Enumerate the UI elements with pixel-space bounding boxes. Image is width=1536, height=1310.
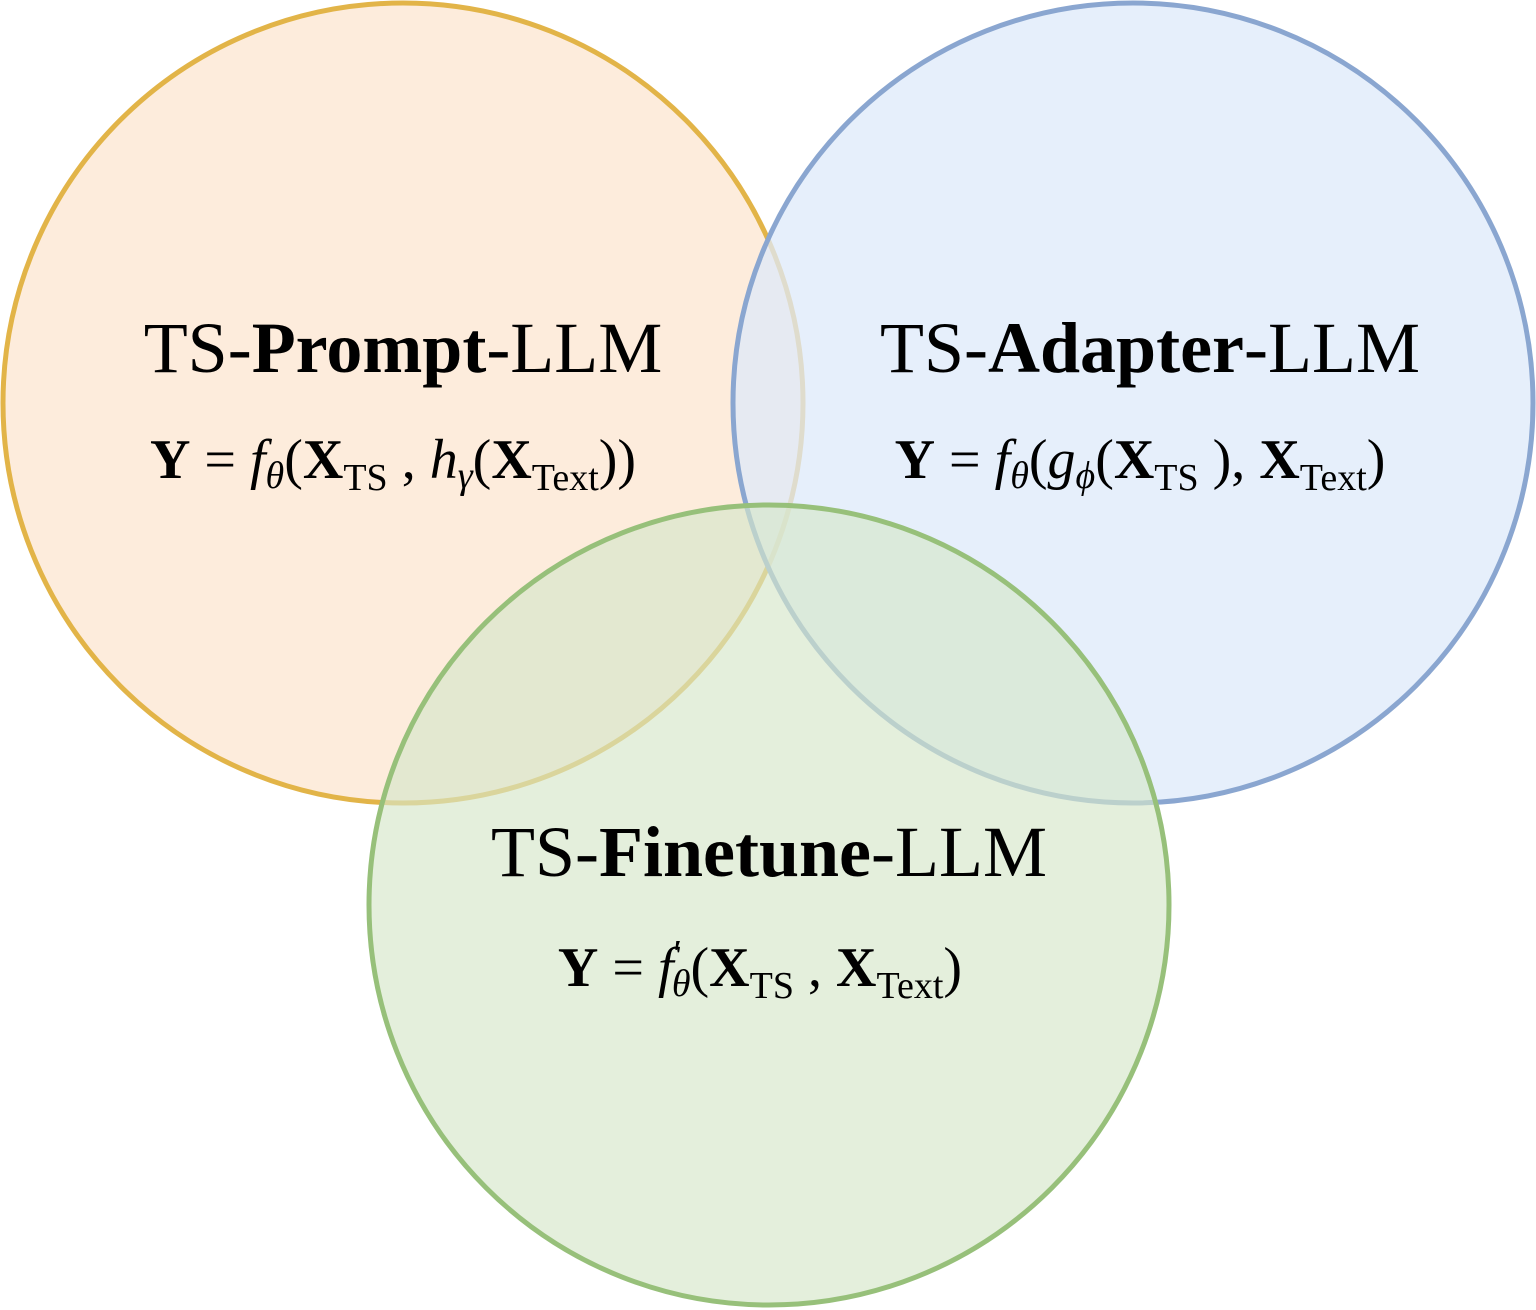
formula-y: Y (558, 937, 598, 999)
formula-theta: θ (1010, 455, 1029, 497)
formula-x-text: X (836, 937, 876, 999)
formula-gamma: γ (458, 455, 474, 497)
prompt-title-prefix: TS- (144, 308, 252, 388)
formula-paren: ( (473, 429, 492, 491)
finetune-circle (366, 502, 1172, 1308)
formula-prime: ′ (674, 933, 682, 975)
prompt-formula: Y = fθ(XTS , hγ(XText)) (150, 429, 636, 499)
formula-x-ts: X (709, 937, 749, 999)
formula-g: g (1048, 429, 1076, 491)
prompt-title-bold: Prompt (252, 308, 487, 388)
formula-comma: , (794, 937, 836, 999)
formula-comma: , (388, 429, 430, 491)
adapter-title-prefix: TS- (880, 308, 988, 388)
finetune-title: TS-Finetune-LLM (491, 812, 1047, 892)
formula-paren: ) (943, 937, 962, 999)
formula-paren: ( (1095, 429, 1114, 491)
formula-sub-ts: TS (343, 457, 387, 499)
finetune-title-bold: Finetune (599, 812, 871, 892)
formula-phi: ϕ (1076, 455, 1096, 497)
prompt-title-suffix: -LLM (486, 308, 662, 388)
formula-x-text: X (491, 429, 531, 491)
finetune-title-suffix: -LLM (871, 812, 1047, 892)
formula-paren: ( (1029, 429, 1048, 491)
formula-paren: ), (1199, 429, 1260, 491)
formula-sub-text: Text (532, 457, 599, 499)
formula-sub-ts: TS (750, 965, 794, 1007)
formula-paren: )) (599, 429, 636, 491)
finetune-title-prefix: TS- (491, 812, 599, 892)
formula-x-ts: X (303, 429, 343, 491)
formula-theta: θ (266, 455, 285, 497)
prompt-title: TS-Prompt-LLM (144, 308, 663, 388)
formula-x-ts: X (1114, 429, 1154, 491)
adapter-title-bold: Adapter (988, 308, 1244, 388)
formula-h: h (430, 429, 458, 491)
formula-y: Y (150, 429, 190, 491)
formula-eq: = (935, 429, 995, 491)
formula-sub-text: Text (876, 965, 943, 1007)
formula-paren: ) (1367, 429, 1386, 491)
formula-paren: ( (284, 429, 303, 491)
finetune-formula: Y = f′θ(XTS , XText) (558, 933, 962, 1007)
formula-x-text: X (1259, 429, 1299, 491)
formula-paren: ( (691, 937, 710, 999)
formula-theta: θ (672, 963, 691, 1005)
adapter-title: TS-Adapter-LLM (880, 308, 1420, 388)
formula-y: Y (895, 429, 935, 491)
formula-sub-ts: TS (1154, 457, 1198, 499)
formula-eq: = (190, 429, 250, 491)
adapter-formula: Y = fθ(gϕ(XTS ), XText) (895, 429, 1386, 499)
formula-eq: = (598, 937, 658, 999)
formula-sub-text: Text (1300, 457, 1367, 499)
adapter-title-suffix: -LLM (1244, 308, 1420, 388)
